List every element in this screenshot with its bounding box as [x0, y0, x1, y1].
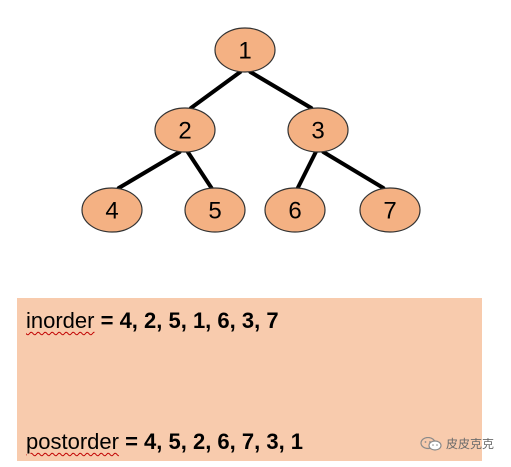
- postorder-line: postorder = 4, 5, 2, 6, 7, 3, 1: [26, 429, 303, 455]
- postorder-label: postorder: [26, 429, 119, 454]
- traversal-box: inorder = 4, 2, 5, 1, 6, 3, 7 postorder …: [17, 298, 482, 461]
- node-ellipse: [81, 187, 143, 233]
- watermark: 皮皮克克: [420, 435, 494, 452]
- node-ellipse: [184, 187, 246, 233]
- node-label: 5: [208, 198, 221, 225]
- node-label: 2: [178, 118, 191, 145]
- tree-node-6: 6: [264, 187, 326, 233]
- edge-n2-n4: [116, 150, 182, 190]
- node-label: 1: [238, 38, 251, 65]
- wechat-icon: [420, 436, 442, 451]
- edge-n1-n2: [189, 70, 243, 110]
- tree-node-7: 7: [359, 187, 421, 233]
- node-label: 3: [311, 118, 324, 145]
- node-ellipse: [359, 187, 421, 233]
- inorder-values: = 4, 2, 5, 1, 6, 3, 7: [100, 308, 279, 333]
- tree-node-2: 2: [154, 107, 216, 153]
- tree-node-1: 1: [214, 27, 276, 73]
- node-ellipse: [214, 27, 276, 73]
- tree-nodes: 1 2 3 4 5 6 7: [81, 27, 421, 233]
- node-label: 6: [288, 198, 301, 225]
- node-label: 4: [105, 198, 118, 225]
- binary-tree-diagram: 1 2 3 4 5 6 7: [81, 27, 421, 233]
- node-ellipse: [287, 107, 349, 153]
- tree-node-5: 5: [184, 187, 246, 233]
- edge-n3-n7: [321, 150, 386, 190]
- tree-node-3: 3: [287, 107, 349, 153]
- postorder-values: = 4, 5, 2, 6, 7, 3, 1: [125, 429, 304, 454]
- node-ellipse: [264, 187, 326, 233]
- inorder-line: inorder = 4, 2, 5, 1, 6, 3, 7: [26, 308, 279, 334]
- watermark-text: 皮皮克克: [446, 437, 495, 451]
- edge-n1-n3: [248, 70, 314, 110]
- tree-edges: [116, 70, 386, 190]
- node-label: 7: [383, 198, 396, 225]
- node-ellipse: [154, 107, 216, 153]
- inorder-label: inorder: [26, 308, 95, 333]
- tree-node-4: 4: [81, 187, 143, 233]
- edge-n2-n5: [185, 150, 214, 190]
- edge-n3-n6: [295, 150, 318, 190]
